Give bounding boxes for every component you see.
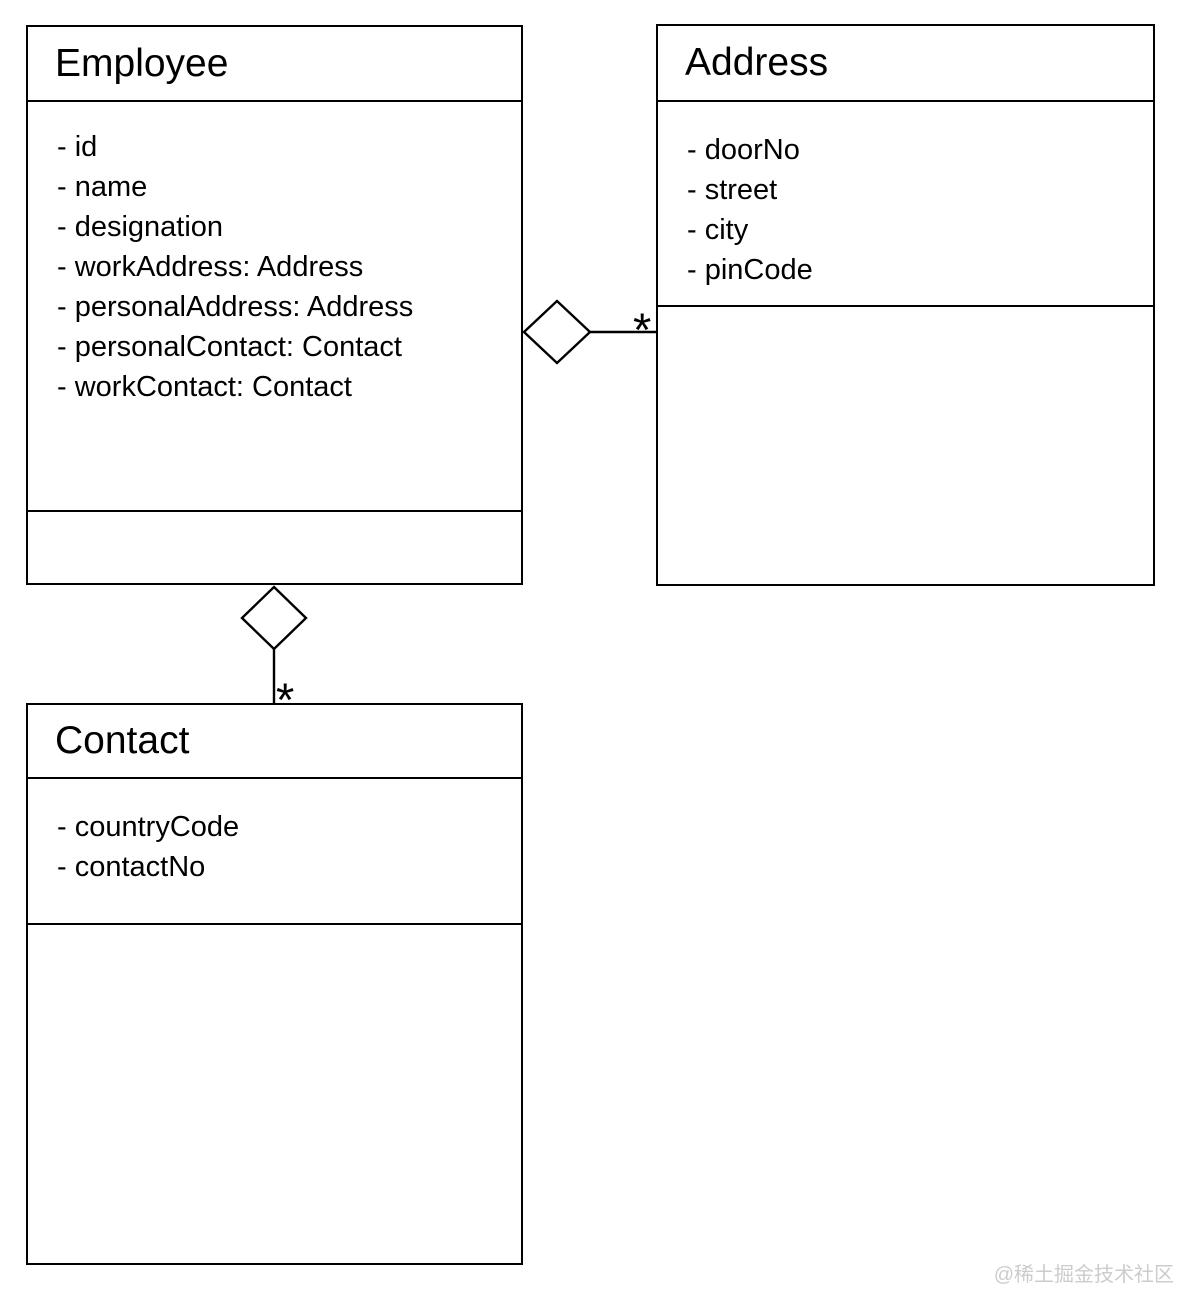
attribute-line: - name [57, 171, 148, 203]
class-attributes-address: - doorNo - street - city - pinCode [658, 102, 1153, 307]
attribute-line: - workAddress: Address [57, 251, 364, 283]
class-attributes-contact: - countryCode - contactNo [28, 779, 521, 925]
class-attributes-employee: - id - name - designation - workAddress:… [28, 102, 521, 512]
class-title-address: Address [658, 26, 1153, 102]
attribute-line: - designation [57, 211, 224, 243]
attribute-line: - personalContact: Contact [57, 331, 402, 363]
attribute-line: - street [687, 174, 778, 206]
attribute-line: - contactNo [57, 851, 206, 883]
class-methods-contact [28, 925, 521, 1263]
class-box-employee: Employee - id - name - designation - wor… [26, 25, 523, 585]
class-box-contact: Contact - countryCode - contactNo [26, 703, 523, 1265]
class-box-address: Address - doorNo - street - city - pinCo… [656, 24, 1155, 586]
multiplicity-label-contact: * [276, 673, 295, 726]
watermark-text: @稀土掘金技术社区 [993, 1264, 1174, 1286]
aggregation-diamond-icon [522, 299, 592, 365]
attribute-line: - workContact: Contact [57, 371, 352, 403]
aggregation-diamond-icon [240, 585, 308, 651]
attribute-line: - pinCode [687, 254, 813, 286]
attribute-line: - id [57, 131, 98, 163]
attribute-line: - doorNo [687, 134, 800, 166]
multiplicity-label-address: * [633, 303, 652, 356]
class-title-employee: Employee [28, 27, 521, 102]
attribute-line: - countryCode [57, 811, 240, 843]
class-title-contact: Contact [28, 705, 521, 779]
attribute-line: - personalAddress: Address [57, 291, 414, 323]
attribute-line: - city [687, 214, 749, 246]
class-methods-employee [28, 512, 521, 583]
class-methods-address [658, 307, 1153, 584]
